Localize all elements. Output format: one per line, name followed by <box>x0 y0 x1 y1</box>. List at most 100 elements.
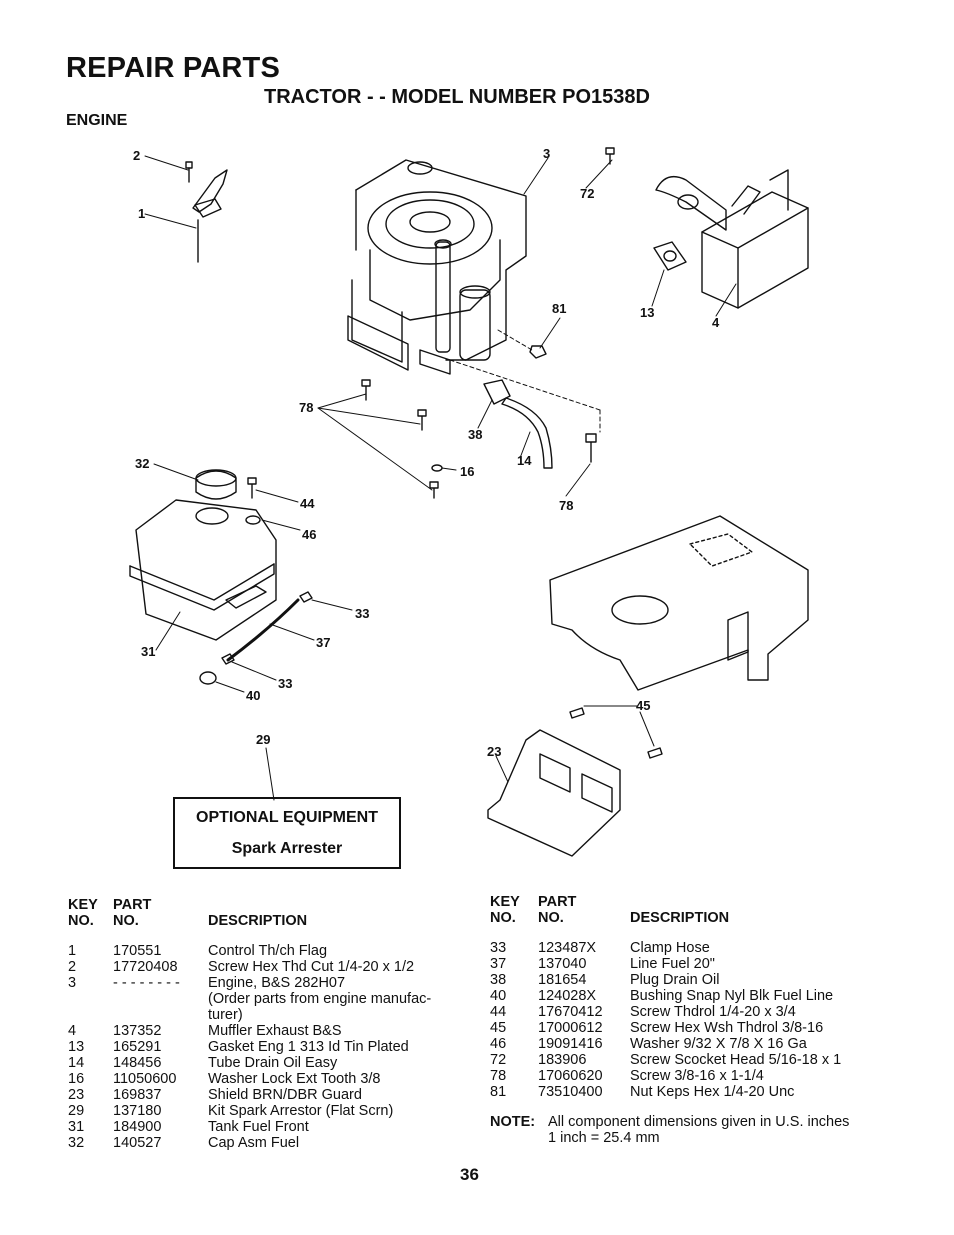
optional-equipment-box: OPTIONAL EQUIPMENT Spark Arrester <box>173 797 401 869</box>
note-line-2: 1 inch = 25.4 mm <box>548 1130 660 1146</box>
parts-cell-description: Muffler Exhaust B&S <box>208 1023 342 1039</box>
parts-cell-description: Clamp Hose <box>630 940 710 956</box>
parts-cell-description: Screw 3/8-16 x 1-1/4 <box>630 1068 764 1084</box>
gasket-part <box>653 241 687 271</box>
parts-cell-description: Control Th/ch Flag <box>208 943 328 959</box>
header-description: DESCRIPTION <box>630 910 730 926</box>
parts-cell-description: (Order parts from engine manufac- <box>208 991 432 1007</box>
callout-44: 44 <box>300 496 315 511</box>
callout-29: 29 <box>256 732 270 747</box>
parts-cell-key: 45 <box>490 1020 507 1036</box>
drain-plug-part <box>483 379 511 405</box>
fuel-line-part <box>226 598 300 662</box>
callout-40: 40 <box>246 688 260 703</box>
clamp-33-b <box>221 653 235 665</box>
note-label: NOTE: <box>490 1114 536 1130</box>
screw-78-b <box>417 409 427 431</box>
callout-4: 4 <box>712 315 720 330</box>
callout-3: 3 <box>543 146 550 161</box>
parts-cell-part: 140527 <box>113 1135 162 1151</box>
callout-46: 46 <box>302 527 316 542</box>
dimension-note: NOTE: All component dimensions given in U… <box>490 1114 849 1146</box>
fuel-cap-part <box>195 469 237 500</box>
callout-2: 2 <box>133 148 140 163</box>
page-number: 36 <box>460 1165 479 1184</box>
bushing-40 <box>199 671 217 685</box>
screw-44 <box>247 477 257 499</box>
parts-cell-description: Screw Hex Thd Cut 1/4-20 x 1/2 <box>208 959 415 975</box>
callout-13: 13 <box>640 305 654 320</box>
parts-cell-part <box>113 991 208 1007</box>
parts-cell-description: Gasket Eng 1 313 Id Tin Plated <box>208 1039 409 1055</box>
parts-cell-key <box>68 1007 113 1023</box>
parts-cell-key: 46 <box>490 1036 507 1052</box>
parts-cell-part: 17670412 <box>538 1004 603 1020</box>
parts-cell-part: 17060620 <box>538 1068 603 1084</box>
callout-1: 1 <box>138 206 145 221</box>
parts-cell-key: 31 <box>68 1119 85 1135</box>
callout-38: 38 <box>468 427 482 442</box>
parts-cell-part: 137180 <box>113 1103 162 1119</box>
callout-31: 31 <box>141 644 155 659</box>
parts-cell-description: Screw Hex Wsh Thdrol 3/8-16 <box>630 1020 824 1036</box>
section-heading: ENGINE <box>66 112 128 129</box>
parts-cell-key: 4 <box>68 1023 77 1039</box>
parts-cell-part: 73510400 <box>538 1084 603 1100</box>
parts-cell-part: 169837 <box>113 1087 162 1103</box>
note-line-1: All component dimensions given in U.S. i… <box>548 1114 850 1130</box>
parts-row: 3- - - - - - - -Engine, B&S 282H07 <box>68 975 431 991</box>
screw-45-a <box>569 707 585 719</box>
fuel-tank-part <box>129 499 277 641</box>
parts-cell-description: Engine, B&S 282H07 <box>208 975 346 991</box>
optional-equipment-item: Spark Arrester <box>231 840 343 857</box>
screw-78-a <box>361 379 371 401</box>
parts-cell-description: Line Fuel 20" <box>630 956 715 972</box>
exploded-parts-diagram: 1 2 3 72 81 13 4 78 38 14 16 78 32 44 46… <box>129 146 809 857</box>
optional-equipment-title: OPTIONAL EQUIPMENT <box>196 809 378 826</box>
parts-cell-key: 40 <box>490 988 507 1004</box>
parts-cell-description: Washer 9/32 X 7/8 X 16 Ga <box>630 1036 807 1052</box>
parts-cell-key: 78 <box>490 1068 507 1084</box>
parts-row: turer) <box>68 1007 431 1023</box>
parts-cell-description: Plug Drain Oil <box>630 972 720 988</box>
parts-cell-key: 14 <box>68 1055 85 1071</box>
parts-cell-description: turer) <box>208 1007 243 1023</box>
parts-cell-description: Screw Scocket Head 5/16-18 x 1 <box>630 1052 842 1068</box>
parts-cell-part: 17000612 <box>538 1020 603 1036</box>
parts-cell-part <box>113 1007 208 1023</box>
clamp-33-a <box>299 591 313 603</box>
callout-16: 16 <box>460 464 474 479</box>
screw-78-c <box>429 481 439 499</box>
callout-33-a: 33 <box>355 606 369 621</box>
model-subtitle: TRACTOR - - MODEL NUMBER PO1538D <box>264 86 650 108</box>
parts-cell-description: Tank Fuel Front <box>208 1119 309 1135</box>
parts-cell-part: 17720408 <box>113 959 178 975</box>
parts-cell-key: 1 <box>68 943 77 959</box>
parts-cell-key: 2 <box>68 959 77 975</box>
parts-row: 78 17060620 Screw 3/8-16 x 1-1/4 <box>490 1068 841 1084</box>
callout-32: 32 <box>135 456 149 471</box>
parts-cell-description: Screw Thdrol 1/4-20 x 3/4 <box>630 1004 796 1020</box>
parts-cell-part: 148456 <box>113 1055 162 1071</box>
control-flag-part <box>185 161 228 263</box>
chassis-frame <box>549 515 809 691</box>
parts-cell-key: 33 <box>490 940 507 956</box>
parts-cell-part: 11050600 <box>113 1071 177 1087</box>
